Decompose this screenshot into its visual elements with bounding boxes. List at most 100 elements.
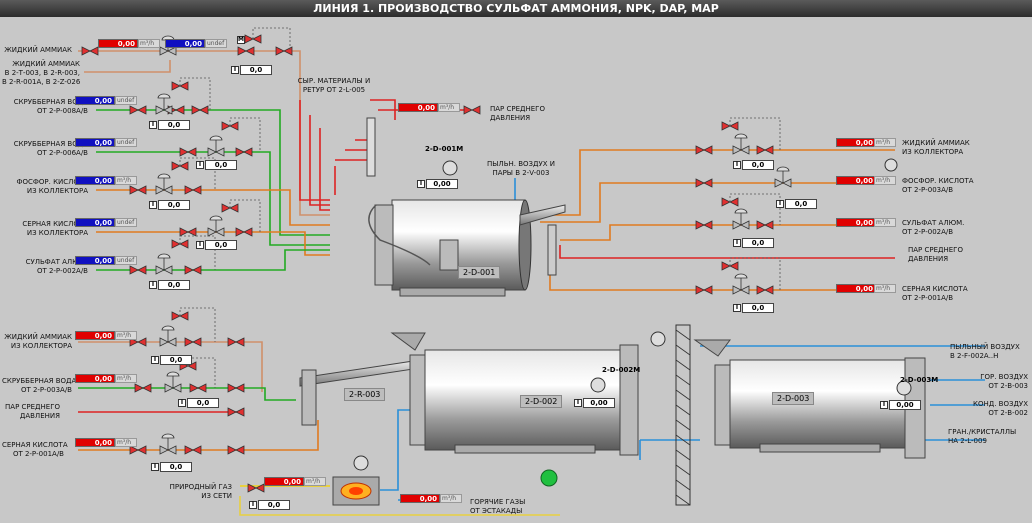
- fan-status-indicator: [540, 469, 558, 487]
- mode-i[interactable]: I: [196, 241, 204, 249]
- screen-title: ЛИНИЯ 1. ПРОИЗВОДСТВО СУЛЬФАТ АММОНИЯ, N…: [0, 0, 1032, 17]
- unit: m³/h: [138, 39, 160, 48]
- unit: m³/h: [115, 374, 137, 383]
- label-raw-materials: СЫР. МАТЕРИАЛЫ И РЕТУР ОТ 2-L-005: [297, 77, 371, 94]
- flow-r-sulfam[interactable]: 0,00: [836, 218, 876, 227]
- label-l-steam: ПАР СРЕДНЕГО ДАВЛЕНИЯ: [5, 403, 60, 420]
- pv-sulfam: 0,0: [158, 280, 190, 290]
- mode-i[interactable]: I: [231, 66, 239, 74]
- pv-l-ammonia: 0,0: [160, 355, 192, 365]
- mode-i[interactable]: I: [149, 281, 157, 289]
- mode-i[interactable]: I: [776, 200, 784, 208]
- mode-i[interactable]: I: [733, 304, 741, 312]
- label-sulf-coll: СЕРНАЯ КИСЛОТА ИЗ КОЛЛЕКТОРА: [22, 220, 88, 237]
- label-l-sulf: СЕРНАЯ КИСЛОТА ОТ 2-Р-001А/В: [2, 441, 68, 458]
- tag-d002m: 2-D-002М: [602, 366, 641, 374]
- equipment-label-r003: 2-R-003: [344, 388, 386, 401]
- mode-i[interactable]: I: [149, 121, 157, 129]
- flow-l-scrub[interactable]: 0,00: [75, 374, 115, 383]
- label-dust-out: ПЫЛЬНЫЙ ВОЗДУХ В 2-F-002А..Н: [950, 343, 1020, 360]
- flow-ammonia-2[interactable]: 0,00: [165, 39, 205, 48]
- flow-steam-top[interactable]: 0,00: [398, 103, 438, 112]
- mode-i[interactable]: I: [417, 180, 425, 188]
- unit: undef: [115, 256, 137, 265]
- process-scheme: [78, 27, 985, 516]
- unit: undef: [115, 138, 137, 147]
- pv-r-phos: 0,0: [785, 199, 817, 209]
- label-r-sulf: СЕРНАЯ КИСЛОТА ОТ 2-Р-001А/В: [902, 285, 968, 302]
- label-hot-air: ГОР. ВОЗДУХ ОТ 2-В-003: [980, 373, 1028, 390]
- pv-r-sulfam: 0,0: [742, 238, 774, 248]
- mode-i[interactable]: I: [151, 463, 159, 471]
- unit: m³/h: [304, 477, 326, 486]
- equipment-label-d001: 2-D-001: [458, 266, 501, 279]
- label-r-steam: ПАР СРЕДНЕГО ДАВЛЕНИЯ: [908, 246, 963, 263]
- pv-phos: 0,0: [158, 200, 190, 210]
- label-ammonia-to: ЖИДКИЙ АММИАК В 2-Т-003, В 2-R-003, В 2-…: [2, 60, 81, 86]
- mode-i[interactable]: I: [149, 201, 157, 209]
- label-l-ammonia: ЖИДКИЙ АММИАК ИЗ КОЛЛЕКТОРА: [4, 333, 72, 350]
- flow-l-ammonia[interactable]: 0,00: [75, 331, 115, 340]
- label-r-phos: ФОСФОР. КИСЛОТА ОТ 2-Р-003А/В: [902, 177, 974, 194]
- label-steam-top: ПАР СРЕДНЕГО ДАВЛЕНИЯ: [490, 105, 545, 122]
- equipment-label-d002: 2-D-002: [520, 395, 563, 408]
- flow-scrub-6[interactable]: 0,00: [75, 138, 115, 147]
- pv-l-sulf: 0,0: [160, 462, 192, 472]
- flow-l-sulf[interactable]: 0,00: [75, 438, 115, 447]
- flow-hot-gas[interactable]: 0,00: [400, 494, 440, 503]
- pv-r-sulf: 0,0: [742, 303, 774, 313]
- mode-i[interactable]: I: [574, 399, 582, 407]
- label-r-sulfam: СУЛЬФАТ АЛЮМ. ОТ 2-Р-002А/В: [902, 219, 965, 236]
- flow-sulf[interactable]: 0,00: [75, 218, 115, 227]
- granulator-2-d-001[interactable]: [366, 117, 566, 297]
- label-hot-gas: ГОРЯЧИЕ ГАЗЫ ОТ ЭСТАКАДЫ: [470, 498, 526, 515]
- pv-ammonia: 0,0: [240, 65, 272, 75]
- unit: m³/h: [874, 284, 896, 293]
- label-ammonia: ЖИДКИЙ АММИАК: [4, 46, 72, 54]
- pv-l-scrub: 0,0: [187, 398, 219, 408]
- flow-r-phos[interactable]: 0,00: [836, 176, 876, 185]
- label-l-scrub: СКРУББЕРНАЯ ВОДА ОТ 2-Р-003А/В: [2, 377, 77, 394]
- mode-m[interactable]: M: [237, 36, 245, 44]
- tag-d003m: 2-D-003М: [900, 376, 939, 384]
- pv-r-ammonia: 0,0: [742, 160, 774, 170]
- pv-scrub-6: 0,0: [205, 160, 237, 170]
- mode-i[interactable]: I: [249, 501, 257, 509]
- dryer-2-d-002[interactable]: [390, 332, 639, 456]
- mode-i[interactable]: I: [196, 161, 204, 169]
- unit: m³/h: [874, 176, 896, 185]
- unit: m³/h: [874, 138, 896, 147]
- flow-gas[interactable]: 0,00: [264, 477, 304, 486]
- pv-d003: 0,00: [889, 400, 921, 410]
- flow-r-sulf[interactable]: 0,00: [836, 284, 876, 293]
- unit: m³/h: [874, 218, 896, 227]
- flow-phos[interactable]: 0,00: [75, 176, 115, 185]
- unit: m³/h: [115, 438, 137, 447]
- flow-ammonia[interactable]: 0,00: [98, 39, 138, 48]
- unit: m³/h: [440, 494, 462, 503]
- mode-i[interactable]: I: [733, 239, 741, 247]
- flow-scrub-8[interactable]: 0,00: [75, 96, 115, 105]
- flow-sulfam[interactable]: 0,00: [75, 256, 115, 265]
- burner[interactable]: [332, 476, 380, 506]
- label-dust-air: ПЫЛЬН. ВОЗДУХ И ПАРЫ В 2-V-003: [486, 160, 555, 177]
- label-granules: ГРАН./КРИСТАЛЛЫ НА 2-L-009: [948, 428, 1017, 445]
- pv-gas: 0,0: [258, 500, 290, 510]
- pv-d001: 0,00: [426, 179, 458, 189]
- label-gas: ПРИРОДНЫЙ ГАЗ ИЗ СЕТИ: [169, 483, 232, 500]
- mode-i[interactable]: I: [178, 399, 186, 407]
- label-r-ammonia: ЖИДКИЙ АММИАК ИЗ КОЛЛЕКТОРА: [902, 139, 970, 156]
- equipment-label-d003: 2-D-003: [772, 392, 815, 405]
- bucket-elevator: [675, 324, 691, 506]
- pv-sulf: 0,0: [205, 240, 237, 250]
- mode-i[interactable]: I: [880, 401, 888, 409]
- label-cond-air: КОНД. ВОЗДУХ ОТ 2-В-002: [973, 400, 1028, 417]
- tag-d001m: 2-D-001М: [425, 145, 464, 153]
- flow-r-ammonia[interactable]: 0,00: [836, 138, 876, 147]
- mode-i[interactable]: I: [151, 356, 159, 364]
- mode-i[interactable]: I: [733, 161, 741, 169]
- label-phos-coll: ФОСФОР. КИСЛОТА ИЗ КОЛЛЕКТОРА: [16, 178, 88, 195]
- pv-scrub-8: 0,0: [158, 120, 190, 130]
- unit: undef: [115, 218, 137, 227]
